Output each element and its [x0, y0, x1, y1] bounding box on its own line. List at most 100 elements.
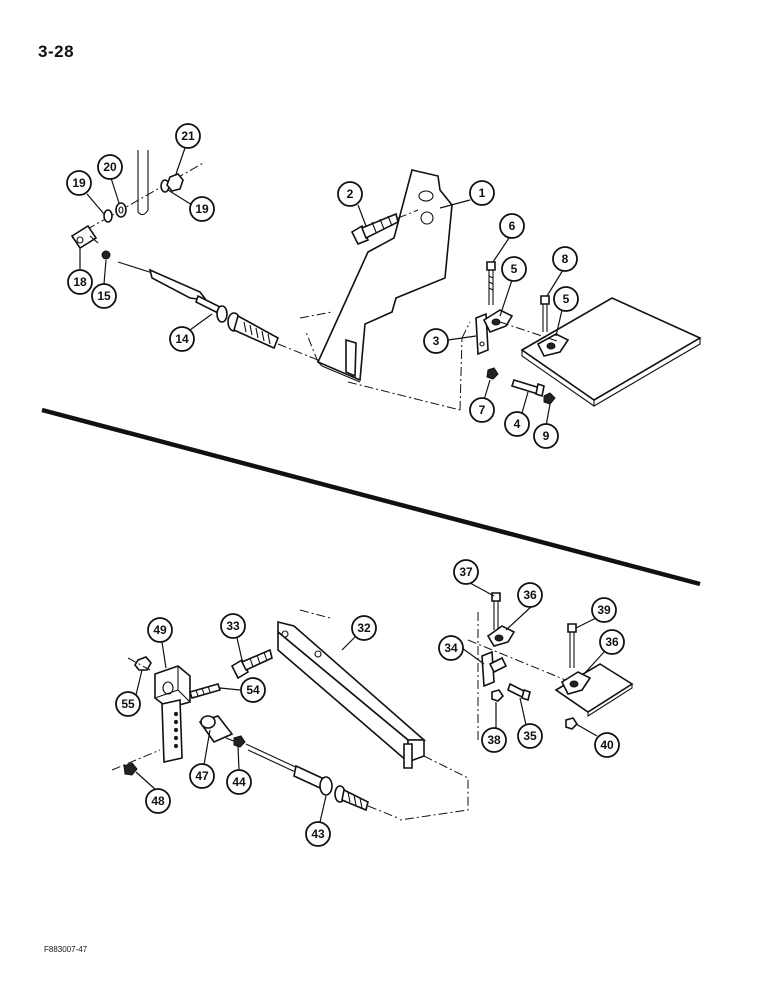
- svg-text:18: 18: [73, 275, 87, 289]
- callout-38: 38: [481, 727, 507, 753]
- svg-text:19: 19: [72, 176, 86, 190]
- svg-text:5: 5: [563, 292, 570, 306]
- svg-text:37: 37: [459, 565, 473, 579]
- callout-5-right: 5: [553, 286, 579, 312]
- callout-18: 18: [67, 269, 93, 295]
- section-divider: [41, 407, 701, 587]
- svg-text:1: 1: [479, 186, 486, 200]
- clamp-bracket-3: [475, 312, 489, 356]
- callout-37: 37: [453, 559, 479, 585]
- centerline-55: [127, 657, 151, 671]
- svg-text:19: 19: [195, 202, 209, 216]
- callout-32: 32: [351, 615, 377, 641]
- svg-text:43: 43: [311, 827, 325, 841]
- callout-44: 44: [226, 769, 252, 795]
- callout-19-left: 19: [66, 170, 92, 196]
- svg-text:20: 20: [103, 160, 117, 174]
- control-cable-43: [245, 743, 399, 819]
- svg-text:39: 39: [597, 603, 611, 617]
- callout-4: 4: [504, 411, 530, 437]
- bolt-39: [567, 623, 577, 668]
- callout-48: 48: [145, 788, 171, 814]
- centerline-48: [111, 749, 161, 771]
- callout-55: 55: [115, 691, 141, 717]
- svg-text:14: 14: [175, 332, 189, 346]
- svg-text:6: 6: [509, 219, 516, 233]
- rod-end-18: [70, 224, 99, 250]
- bracket-1: [316, 169, 453, 383]
- svg-text:32: 32: [357, 621, 371, 635]
- callout-19-right: 19: [189, 196, 215, 222]
- bolt-35: [507, 682, 531, 702]
- callout-40: 40: [594, 732, 620, 758]
- nut-38: [491, 689, 505, 702]
- svg-text:7: 7: [479, 403, 486, 417]
- nut-21: [166, 173, 184, 192]
- svg-text:35: 35: [523, 729, 537, 743]
- figure-code: F883007-47: [44, 945, 88, 954]
- nut-9: [543, 392, 556, 405]
- callout-47: 47: [189, 763, 215, 789]
- svg-text:54: 54: [246, 683, 260, 697]
- control-cable-14: [117, 261, 319, 361]
- svg-text:33: 33: [226, 619, 240, 633]
- cable-clamp-5-left: [482, 309, 514, 334]
- bolt-2: [350, 209, 419, 246]
- svg-text:4: 4: [514, 417, 521, 431]
- bolt-33: [230, 648, 273, 680]
- nut-7: [486, 367, 499, 380]
- callout-35: 35: [517, 723, 543, 749]
- plate-32: [277, 620, 427, 769]
- clamp-centerline: [499, 321, 561, 343]
- svg-text:55: 55: [121, 697, 135, 711]
- bolt-54: [188, 683, 222, 699]
- bolt-4: [510, 379, 545, 398]
- callout-36-right: 36: [599, 629, 625, 655]
- callout-6: 6: [499, 213, 525, 239]
- cable-clamp-36-left: [486, 625, 516, 647]
- spacer-20: [115, 202, 127, 218]
- callout-8: 8: [552, 246, 578, 272]
- bolt-8: [540, 295, 550, 332]
- callout-1: 1: [469, 180, 495, 206]
- plate-guide-line: [299, 609, 331, 619]
- svg-text:15: 15: [97, 289, 111, 303]
- svg-text:40: 40: [600, 738, 614, 752]
- nut-44: [233, 735, 246, 748]
- nut-15: [101, 250, 111, 260]
- svg-text:34: 34: [444, 641, 458, 655]
- callout-3: 3: [423, 328, 449, 354]
- leader-lines: [79, 147, 605, 823]
- callout-54: 54: [240, 677, 266, 703]
- callout-39: 39: [591, 597, 617, 623]
- callout-34: 34: [438, 635, 464, 661]
- callout-36-left: 36: [517, 582, 543, 608]
- washer-19-left: [103, 209, 113, 223]
- callout-43: 43: [305, 821, 331, 847]
- svg-text:36: 36: [605, 635, 619, 649]
- nut-40: [565, 717, 579, 730]
- callout-14: 14: [169, 326, 195, 352]
- svg-text:49: 49: [153, 623, 167, 637]
- callout-2: 2: [337, 181, 363, 207]
- bolt-6: [486, 261, 496, 305]
- svg-text:38: 38: [487, 733, 501, 747]
- callout-21: 21: [175, 123, 201, 149]
- rod-end-47: [198, 715, 237, 743]
- nut-48: [123, 762, 138, 776]
- page-number: 3-28: [38, 42, 75, 61]
- plate-dashed-lines: [399, 755, 469, 821]
- cable-clamp-36-right: [560, 671, 592, 695]
- callout-15: 15: [91, 283, 117, 309]
- callout-5-left: 5: [501, 256, 527, 282]
- svg-text:2: 2: [347, 187, 354, 201]
- bolt-37: [491, 592, 501, 630]
- lever-block-49: [154, 665, 191, 763]
- svg-text:36: 36: [523, 588, 537, 602]
- svg-text:44: 44: [232, 775, 246, 789]
- callout-9: 9: [533, 423, 559, 449]
- svg-text:3: 3: [433, 334, 440, 348]
- callout-7: 7: [469, 397, 495, 423]
- centerline: [71, 161, 206, 239]
